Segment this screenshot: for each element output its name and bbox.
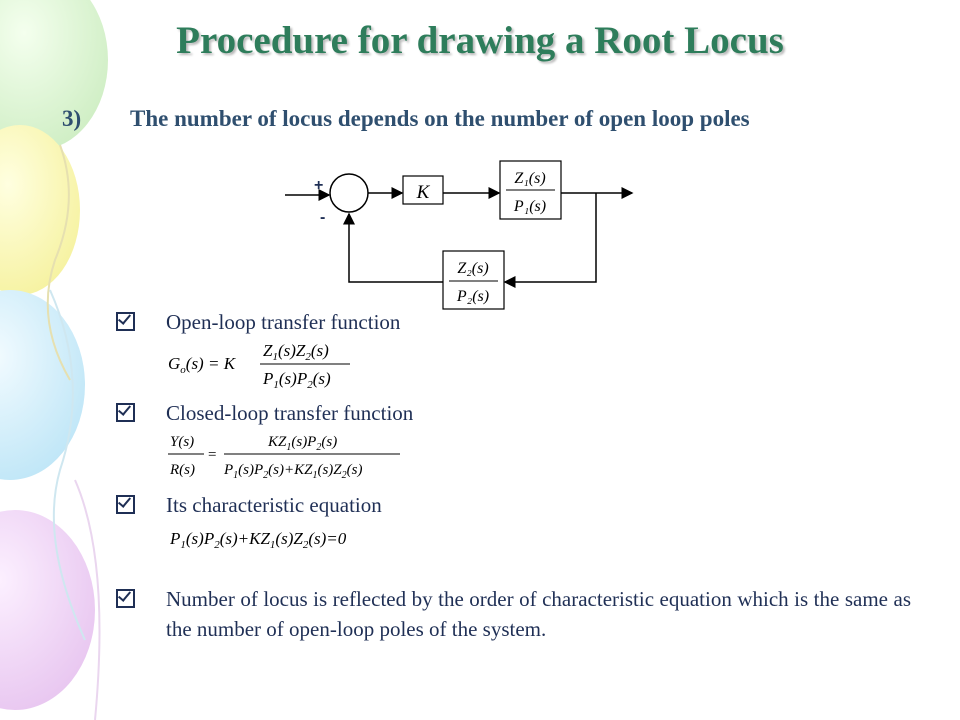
bullet-text: Its characteristic equation [166,493,382,517]
bullet-text: Number of locus is reflected by the orde… [166,587,911,641]
checkbox-icon [116,312,135,331]
summing-junction [329,173,369,213]
slide-title: Procedure for drawing a Root Locus [176,19,784,62]
balloon-green [0,0,108,150]
feedback-denominator: P₂(s) [456,288,489,305]
open-loop-equation: Go(s) = K Z1(s)Z2(s) P1(s)P2(s) [168,341,350,391]
checkbox-icon [116,589,135,608]
item-text: The number of locus depends on the numbe… [130,106,750,131]
characteristic-equation: P1(s)P2(s)+KZ1(s)Z2(s)=0 [170,529,347,551]
svg-text:P1(s)P2(s)+KZ1(s)Z2(s): P1(s)P2(s)+KZ1(s)Z2(s) [223,462,362,481]
item-number: 3) [62,106,82,131]
svg-text:Go(s) = K: Go(s) = K [168,354,237,376]
feedback-block [442,250,505,310]
balloon-purple [0,510,95,710]
balloon-blue [0,290,85,480]
feedback-path-right [503,193,597,288]
gain-label: K [416,182,431,203]
svg-text:KZ1(s)P2(s): KZ1(s)P2(s) [267,434,337,453]
svg-text:R(s): R(s) [169,462,195,478]
forward-denominator: P₁(s) [513,198,546,215]
feedback-path-left [343,212,443,283]
svg-text:P1(s)P2(s): P1(s)P2(s) [262,369,331,391]
forward-numerator: Z₁(s) [514,170,545,187]
bullet-text: Open-loop transfer function [166,310,401,334]
svg-text:Y(s): Y(s) [170,434,194,450]
balloon-yellow [0,125,80,295]
feedback-numerator: Z₂(s) [457,260,488,277]
svg-text:P1(s)P2(s)+KZ1(s)Z2(s)=0: P1(s)P2(s)+KZ1(s)Z2(s)=0 [170,529,347,551]
plus-sign: + [314,177,323,194]
bullet-text: Closed-loop transfer function [166,401,414,425]
closed-loop-equation: Y(s) R(s) = KZ1(s)P2(s) P1(s)P2(s)+KZ1(s… [168,434,400,481]
checkbox-icon [116,495,135,514]
checkbox-icon [116,403,135,422]
minus-sign: - [320,209,325,226]
svg-text:Z1(s)Z2(s): Z1(s)Z2(s) [263,341,329,363]
gain-block [402,175,444,205]
svg-text:=: = [208,447,216,463]
